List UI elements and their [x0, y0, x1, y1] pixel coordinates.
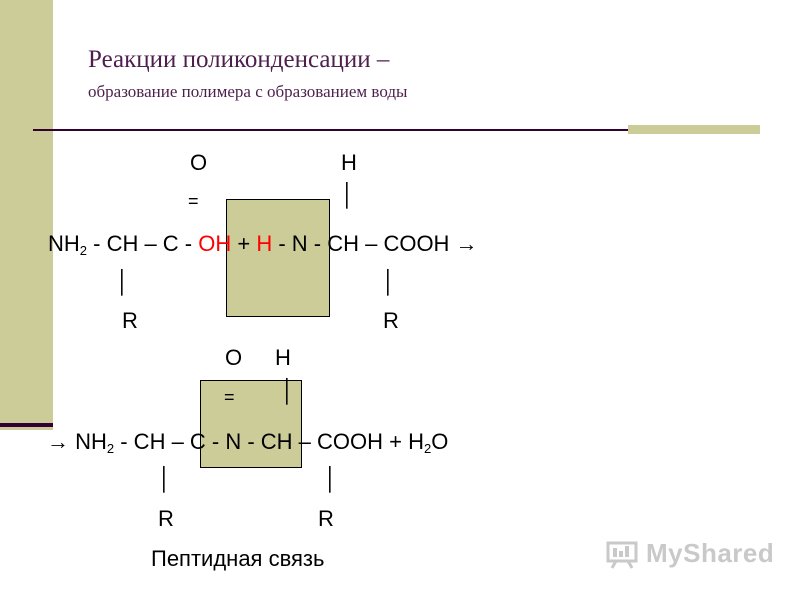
r1-carbonyl-oxygen: O [190, 150, 208, 175]
r1-single-bond-top: │ [341, 182, 355, 207]
r1-hydrogen-atom: H [256, 231, 273, 256]
r1-amine-hydrogen: H [341, 150, 357, 175]
r2-double-bond: = [224, 387, 235, 407]
watermark-text: MyShared [646, 538, 775, 568]
title-divider-accent [628, 125, 760, 134]
r2-amine-hydrogen: H [275, 345, 291, 370]
r1-single-bond-right: │ [382, 269, 396, 294]
r2-radical-left: R [158, 506, 174, 531]
r2-single-bond-top: │ [281, 378, 295, 403]
presentation-board-icon [606, 541, 638, 569]
sidebar-accent-cap [0, 423, 53, 427]
r2-single-bond-left: │ [158, 466, 172, 491]
watermark: MyShared [606, 538, 774, 569]
r2-equation-line: → NH2 - CH – C - N - CH – COOH + H2O [47, 429, 449, 456]
r1-single-bond-left: │ [116, 269, 130, 294]
sidebar-accent [0, 0, 53, 430]
r2-nh-subscript: 2 [106, 441, 115, 456]
r1-double-bond: = [188, 191, 199, 211]
r2-water-subscript: 2 [423, 441, 432, 456]
peptide-bond-caption: Пептидная связь [151, 546, 325, 571]
r1-chain-right: - N - CH – COOH → [272, 231, 478, 256]
r1-nh-subscript: 2 [79, 243, 88, 258]
title-divider [33, 129, 760, 131]
r1-plus: + [231, 231, 257, 256]
r2-chain: - CH – C - N - CH – COOH + H [114, 429, 424, 454]
condensation-highlight-box [226, 199, 330, 317]
r1-hydroxyl-group: OH [198, 231, 232, 256]
r1-radical-right: R [383, 308, 399, 333]
r2-water-oxygen: O [431, 429, 449, 454]
r1-equation-line: NH2 - CH – C - OH + H - N - CH – COOH → [48, 231, 478, 258]
r2-radical-right: R [318, 506, 334, 531]
r2-arrow-nh: → NH [47, 429, 107, 454]
peptide-bond-highlight-box [200, 380, 302, 468]
r1-chain-left: - CH – C - [87, 231, 199, 256]
r1-radical-left: R [122, 308, 138, 333]
r2-single-bond-right: │ [324, 466, 338, 491]
slide-subtitle: образование полимера с образованием воды [88, 82, 408, 101]
slide-title: Реакции поликонденсации – [88, 46, 390, 73]
r1-nh: NH [48, 231, 80, 256]
r2-carbonyl-oxygen: O [225, 345, 243, 370]
